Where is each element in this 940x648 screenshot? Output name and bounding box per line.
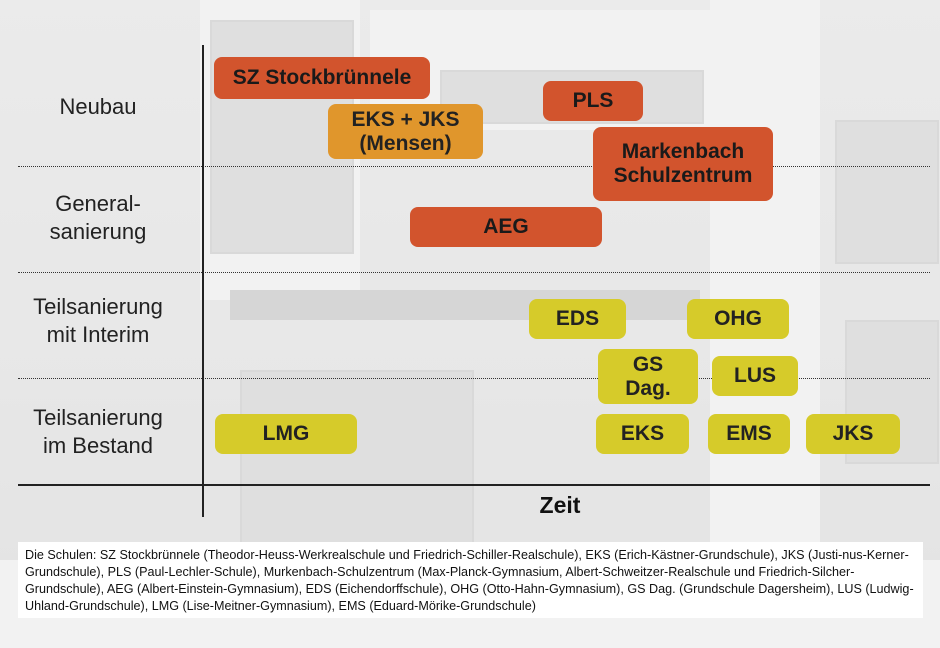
school-eks-jks-mensen: EKS + JKS (Mensen) <box>328 104 483 159</box>
row-separator <box>18 378 930 379</box>
school-jks: JKS <box>806 414 900 454</box>
school-lmg: LMG <box>215 414 357 454</box>
school-lus: LUS <box>712 356 798 396</box>
school-sz-stockbruennele: SZ Stockbrünnele <box>214 57 430 99</box>
row-separator <box>18 166 930 167</box>
y-axis-line <box>202 45 204 517</box>
row-separator <box>18 272 930 273</box>
row-label-teilsanierung-bestand: Teilsanierung im Bestand <box>33 405 163 458</box>
row-label-neubau: Neubau <box>59 94 137 119</box>
row-label-generalsanierung: General- sanierung <box>49 191 147 244</box>
school-ohg: OHG <box>687 299 789 339</box>
school-eds: EDS <box>529 299 626 339</box>
row-label-teilsanierung-interim: Teilsanierung mit Interim <box>33 294 163 347</box>
school-gs-dag: GS Dag. <box>598 349 698 404</box>
school-aeg: AEG <box>410 207 602 247</box>
school-markenbach-schulzentrum: Markenbach Schulzentrum <box>593 127 773 201</box>
school-eks: EKS <box>596 414 689 454</box>
footnote: Die Schulen: SZ Stockbrünnele (Theodor-H… <box>18 542 923 618</box>
school-pls: PLS <box>543 81 643 121</box>
school-ems: EMS <box>708 414 790 454</box>
x-axis-line <box>18 484 930 486</box>
x-axis-label: Zeit <box>539 492 581 518</box>
